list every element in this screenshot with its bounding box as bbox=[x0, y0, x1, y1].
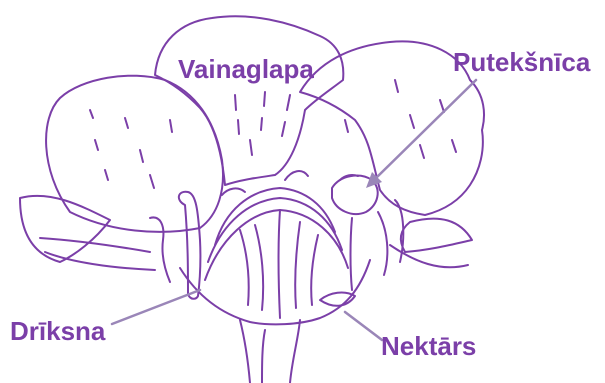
anther-pointer bbox=[374, 80, 476, 180]
stem bbox=[240, 320, 250, 383]
label-nectar: Nektārs bbox=[381, 333, 476, 359]
label-anther: Putekšnīca bbox=[453, 49, 590, 75]
label-corolla: Vainaglapa bbox=[178, 56, 314, 82]
center-petal bbox=[155, 16, 343, 185]
nectar-pointer bbox=[345, 312, 382, 340]
pistil-pointer bbox=[112, 290, 200, 324]
right-sepal bbox=[401, 219, 472, 252]
label-pistil: Drīksna bbox=[10, 318, 105, 344]
nectary bbox=[320, 293, 355, 306]
